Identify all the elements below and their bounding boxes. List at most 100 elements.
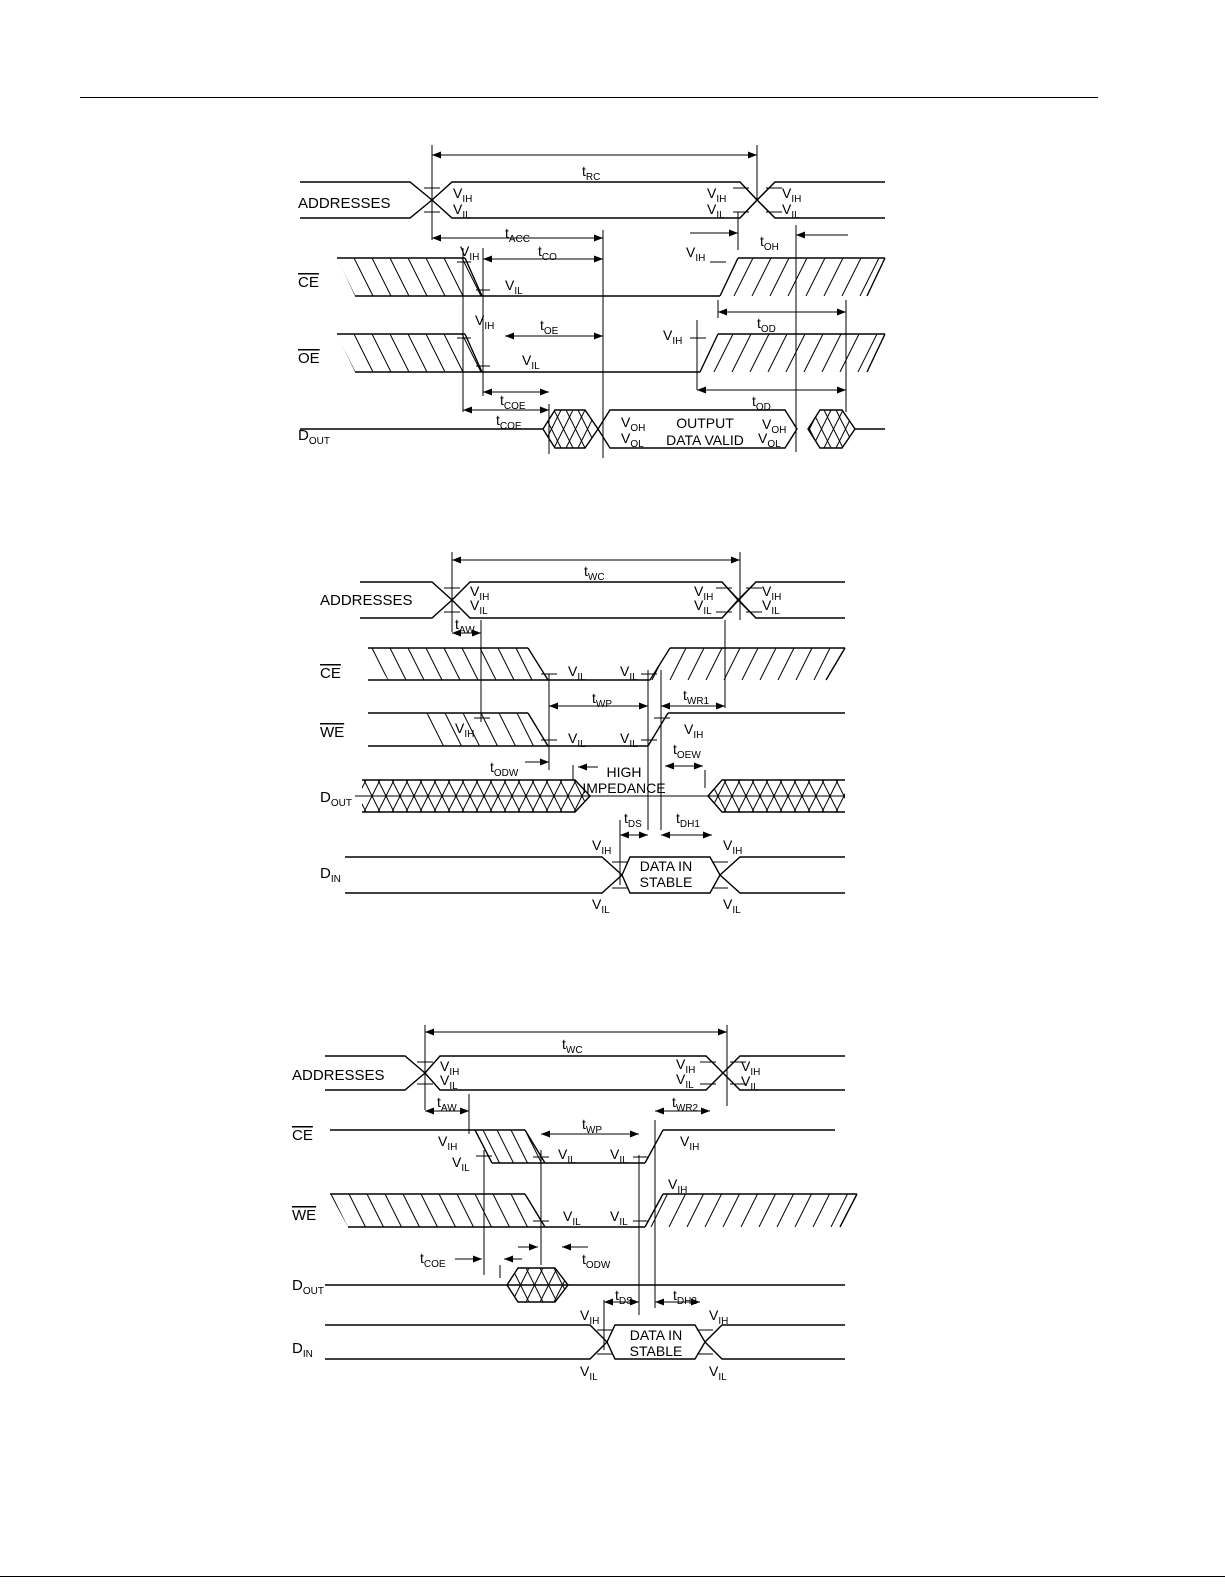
read-vol-1: VOL [621,430,644,450]
write2-timing-arrows [425,1028,727,1306]
write2-data-in-1: DATA IN [630,1327,682,1343]
write2-vih-we: VIH [668,1176,687,1196]
read-label-t-coe-oe: tCOE [500,392,526,412]
write2-vil-addr-1: VIL [440,1072,458,1092]
read-vih-oe-2: VIH [663,327,682,347]
write1-vih-addr-3: VIH [762,583,781,603]
write2-vil-din-1: VIL [580,1363,598,1383]
read-vol-2: VOL [758,430,781,450]
read-label-t-acc: tACC [505,225,530,245]
read-vih-oe-1: VIH [475,312,494,332]
read-label-t-od-oe: tOD [752,393,771,413]
write1-label-t-dh1: tDH1 [676,810,700,830]
write2-label-t-aw: tAW [437,1094,457,1114]
write2-vil-addr-3: VIL [741,1073,759,1093]
write1-high-impedance-2: IMPEDANCE [582,780,665,796]
read-vil-ce: VIL [505,277,523,297]
write2-label-t-dh2: tDH2 [673,1287,697,1307]
footer-rule [0,1576,1225,1577]
write1-vih-din-1: VIH [592,837,611,857]
write1-label-t-odw: tODW [490,759,519,779]
write2-vil-addr-2: VIL [676,1071,694,1091]
read-vih-addr-1: VIH [453,185,472,205]
write1-label-t-wc: tWC [584,563,605,583]
write2-vil-we-1: VIL [563,1208,581,1228]
write1-vil-ce-1: VIL [568,663,586,683]
read-output-text-2: DATA VALID [666,432,744,448]
read-dout-waveform [300,409,885,449]
read-voh-1: VOH [621,414,645,434]
write1-data-in-1: DATA IN [640,858,692,874]
write2-vih-addr-2: VIH [676,1056,695,1076]
read-vil-addr-2: VIL [707,201,725,221]
write1-vih-we-2: VIH [684,721,703,741]
write2-signal-ce: CE [292,1127,313,1144]
write2-vil-ce-1: VIL [452,1154,470,1174]
write2-dout-waveform [325,1267,845,1303]
write1-label-t-ds: tDS [624,810,642,830]
read-signal-dout: DOUT [298,427,330,447]
write2-signal-dout: DOUT [292,1277,324,1297]
read-signal-addresses: ADDRESSES [298,195,391,212]
write1-signal-addresses: ADDRESSES [320,592,413,609]
write2-vih-ce-1: VIH [438,1133,457,1153]
write1-dout-waveform [355,779,845,813]
write1-vih-we-1: VIH [455,720,474,740]
write2-vil-ce-3: VIL [610,1146,628,1166]
read-label-t-oh: tOH [760,233,779,253]
read-reference-lines [424,145,847,458]
write1-vil-addr-1: VIL [470,597,488,617]
write1-vil-addr-2: VIL [694,597,712,617]
write2-addresses-waveform [325,1055,845,1091]
write1-vil-din-1: VIL [592,896,610,916]
header-rule [80,97,1098,98]
write1-signal-we: WE [320,724,344,741]
write1-we-waveform [368,712,845,747]
write1-timing-arrows [452,556,740,839]
write2-we-waveform [330,1193,858,1228]
read-vih-addr-2: VIH [707,185,726,205]
read-cycle-diagram: ADDRESSES CE OE DOUT tRC tACC tCO tOH tO… [298,145,886,458]
write1-din-waveform [345,856,845,894]
read-label-t-rc: tRC [582,163,600,183]
read-vih-ce-1: VIH [460,243,479,263]
write1-high-impedance-1: HIGH [607,764,642,780]
read-vil-oe: VIL [522,352,540,372]
write1-label-t-aw: tAW [455,616,475,636]
read-label-t-oe: tOE [540,317,559,337]
read-label-t-co: tCO [538,243,557,263]
write2-ce-waveform [330,1129,835,1164]
write2-vih-addr-1: VIH [440,1058,459,1078]
read-signal-oe: OE [298,350,320,367]
read-label-t-od-ce: tOD [757,315,776,335]
read-vih-ce-2: VIH [686,244,705,264]
read-label-t-coe-ce: tCOE [496,412,522,432]
write2-label-t-coe: tCOE [420,1250,446,1270]
write1-vil-we-2: VIL [620,730,638,750]
write1-label-t-oew: tOEW [673,741,701,761]
write2-vih-addr-3: VIH [741,1058,760,1078]
read-vih-addr-3: VIH [782,185,801,205]
write2-reference-lines [417,1025,746,1355]
write2-vih-din-2: VIH [709,1307,728,1327]
write2-label-t-ds: tDS [615,1287,633,1307]
read-vil-addr-1: VIL [453,201,471,221]
write2-label-t-wp: tWP [582,1116,602,1136]
write1-data-in-2: STABLE [640,874,693,890]
write2-signal-din: DIN [292,1340,313,1360]
write2-data-in-2: STABLE [630,1343,683,1359]
write1-label-t-wr1: tWR1 [683,687,710,707]
write2-vih-ce-2: VIH [680,1133,699,1153]
write1-label-t-wp: tWP [592,690,612,710]
write2-vih-din-1: VIH [580,1307,599,1327]
write2-vil-ce-2: VIL [558,1146,576,1166]
write1-vil-din-2: VIL [723,896,741,916]
write1-vil-ce-2: VIL [620,663,638,683]
write1-signal-dout: DOUT [320,789,352,809]
write1-signal-ce: CE [320,665,341,682]
write1-vih-din-2: VIH [723,837,742,857]
read-voh-2: VOH [762,416,786,436]
write1-vil-addr-3: VIL [762,597,780,617]
read-oe-waveform [337,333,886,373]
write2-vil-we-2: VIL [610,1208,628,1228]
